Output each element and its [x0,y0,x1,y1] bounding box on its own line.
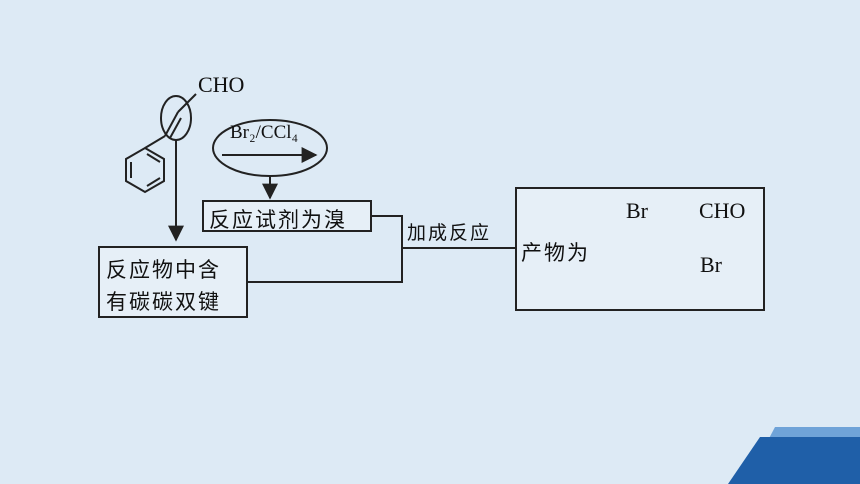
product-box-label: 产物为 [521,241,590,265]
reagent-formula: Br₂/CCl₄ [230,122,299,143]
benzene-ring-reactant [125,146,165,194]
reactant-box-line1: 反应物中含 [106,258,221,282]
alkene-chain [144,93,197,149]
product-box: 产物为 [515,187,765,311]
product-cho: CHO [699,198,746,223]
double-bond-circle [160,95,192,141]
reactant-box-line2: 有碳碳双键 [106,290,221,314]
reagent-box: 反应试剂为溴 [202,200,372,232]
corner-decoration-dark [728,437,860,484]
reactant-cho-label: CHO [198,72,245,97]
edge-label-addition: 加成反应 [407,222,492,244]
product-br-top: Br [626,198,648,223]
reagent-box-text: 反应试剂为溴 [209,208,347,232]
reactant-box: 反应物中含 有碳碳双键 [98,246,248,318]
product-br-side: Br [700,252,722,277]
